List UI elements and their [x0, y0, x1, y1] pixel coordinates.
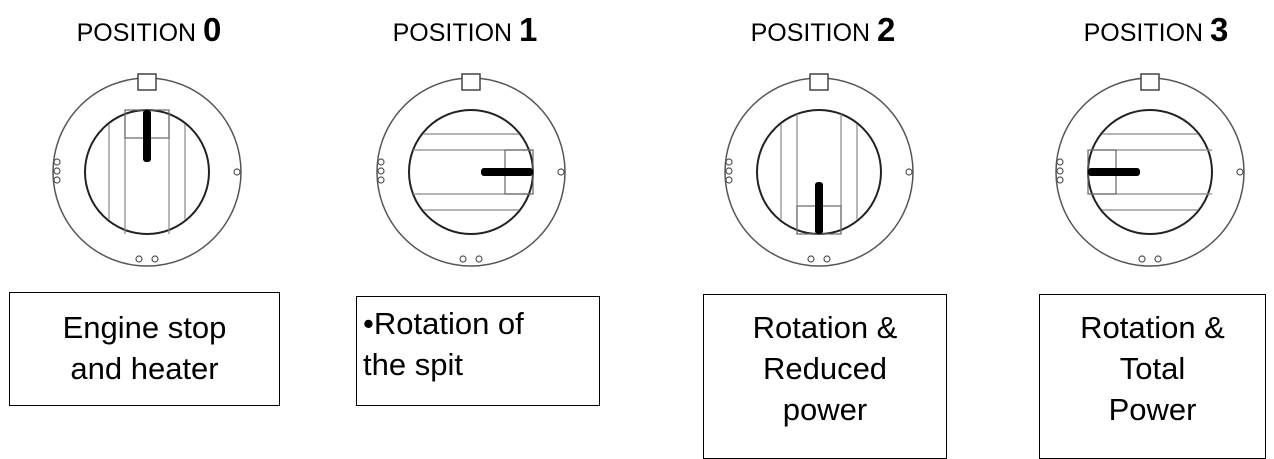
position-2-number: 2 — [877, 11, 896, 48]
position-1-line-1: •Rotation of — [363, 306, 524, 341]
position-3-prefix: POSITION — [1083, 19, 1211, 47]
knob-3-pointer — [1088, 168, 1140, 176]
knob-position-1 — [376, 73, 566, 267]
position-0-line-2: and heater — [70, 351, 219, 386]
position-2-prefix: POSITION — [750, 19, 878, 47]
knob-1-pointer — [481, 168, 533, 176]
position-2-heading: POSITION 2 — [703, 11, 943, 49]
position-0-heading: POSITION 0 — [29, 11, 269, 49]
knob-position-2 — [724, 73, 914, 267]
position-3-heading: POSITION 3 — [1036, 11, 1274, 49]
position-2-line-2: Reduced — [762, 351, 888, 386]
position-0-prefix: POSITION — [76, 19, 204, 47]
position-3-description: Rotation & Total Power — [1039, 294, 1266, 459]
position-2-description: Rotation & Reduced power — [703, 294, 947, 459]
position-1-number: 1 — [519, 11, 538, 48]
position-0-description: Engine stop and heater — [9, 292, 280, 406]
knob-2-pointer — [815, 182, 823, 234]
position-3-line-2: Total — [1119, 351, 1186, 386]
position-2-line-1: Rotation & — [752, 310, 898, 345]
knob-position-0 — [52, 73, 242, 267]
knob-position-3 — [1055, 73, 1245, 267]
position-1-line-2: the spit — [363, 347, 463, 382]
knob-0-pointer — [143, 110, 151, 162]
position-0-number: 0 — [203, 11, 222, 48]
position-0-line-1: Engine stop — [62, 310, 227, 345]
position-3-line-1: Rotation & — [1080, 310, 1225, 345]
position-1-heading: POSITION 1 — [345, 11, 585, 49]
position-1-prefix: POSITION — [392, 19, 520, 47]
position-1-description: •Rotation of the spit — [356, 296, 600, 406]
position-3-line-3: Power — [1108, 392, 1197, 427]
position-3-number: 3 — [1210, 11, 1229, 48]
position-2-line-3: power — [782, 392, 868, 427]
